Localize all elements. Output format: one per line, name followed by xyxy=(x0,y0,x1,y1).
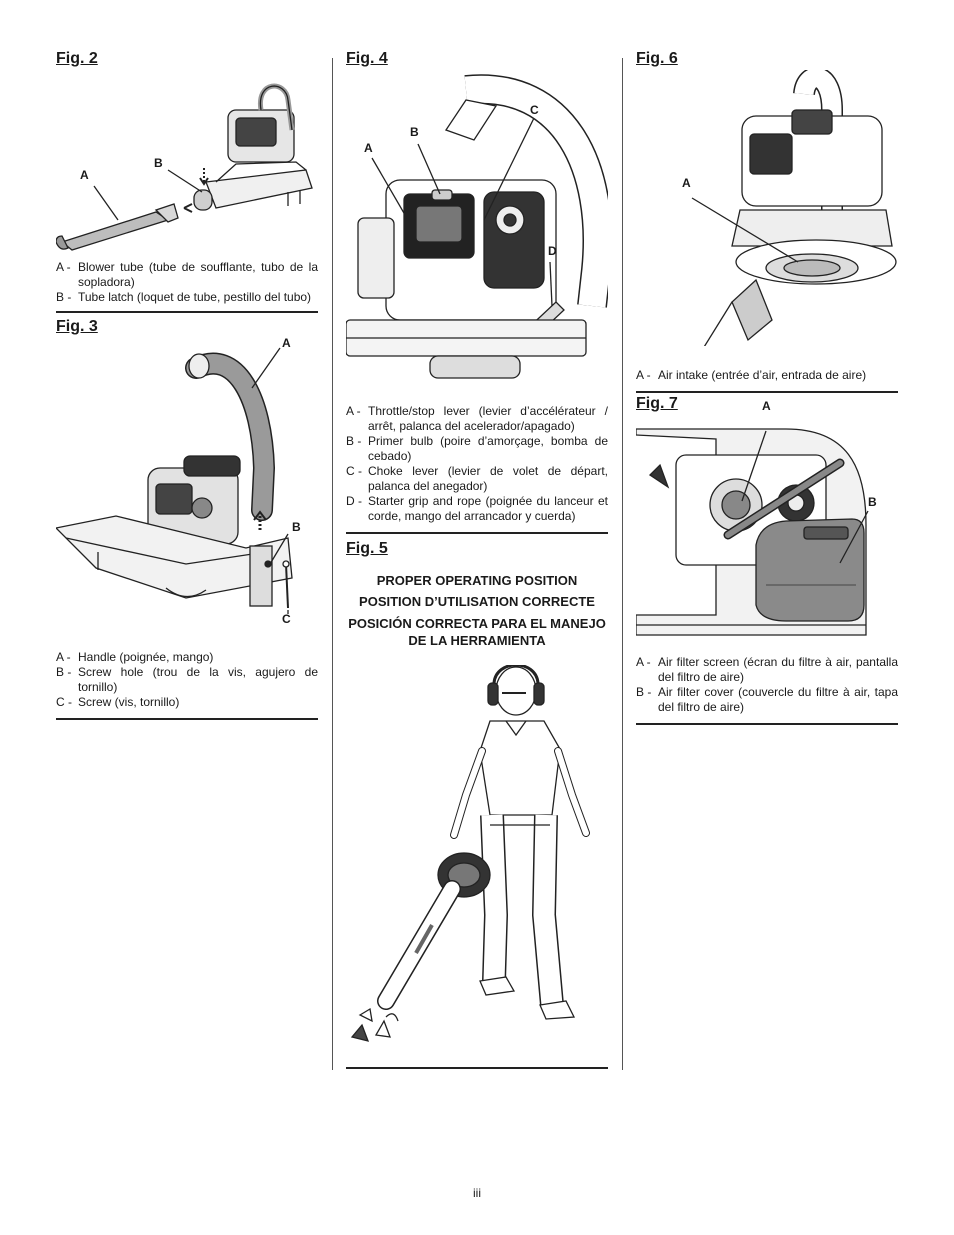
fig4-callout-d: D xyxy=(548,244,557,258)
fig5-heading-es: POSICIÓN CORRECTA PARA EL MANEJO DE LA H… xyxy=(348,616,606,648)
legend-key: A - xyxy=(56,650,75,664)
fig4-callout-b: B xyxy=(410,125,419,139)
fig3-callout-a: A xyxy=(282,336,291,350)
legend-item: D - Starter grip and rope (poignée du la… xyxy=(346,494,608,524)
handle-assembly-illustration xyxy=(56,347,293,614)
legend-item: A - Air filter screen (écran du filtre à… xyxy=(636,655,898,685)
legend-item: A - Throttle/stop lever (levier d’accélé… xyxy=(346,404,608,434)
fig6-title: Fig. 6 xyxy=(636,50,678,67)
fig5-title: Fig. 5 xyxy=(346,540,388,557)
legend-item: A - Handle (poignée, mango) xyxy=(56,650,318,665)
fig4-callout-c: C xyxy=(530,103,539,117)
fig7-divider xyxy=(636,723,898,725)
legend-key: B - xyxy=(346,434,365,448)
legend-text: Handle (poignée, mango) xyxy=(78,650,214,664)
legend-text: Tube latch (loquet de tube, pestillo del… xyxy=(78,290,312,304)
fig4-callout-a: A xyxy=(364,141,373,155)
legend-key: A - xyxy=(56,260,75,274)
legend-text: Screw (vis, tornillo) xyxy=(78,695,180,709)
fig6-callout-a: A xyxy=(682,176,691,190)
fig5-heading-fr: POSITION D’UTILISATION CORRECTE xyxy=(359,594,595,609)
legend-key: A - xyxy=(346,404,365,418)
fig7-callout-a: A xyxy=(762,399,771,413)
column-right: Fig. 6 A xyxy=(636,50,898,725)
legend-text: Air filter screen (écran du filtre à air… xyxy=(658,655,898,684)
fig3-title: Fig. 3 xyxy=(56,318,98,335)
fig5-heading: PROPER OPERATING POSITION POSITION D’UTI… xyxy=(346,570,608,649)
fig6-legend: A - Air intake (entrée d’air, entrada de… xyxy=(636,368,898,383)
fig2-legend: A - Blower tube (tube de soufflante, tub… xyxy=(56,260,318,305)
column-divider-right xyxy=(622,58,623,1070)
blower-tube-illustration xyxy=(56,83,313,251)
legend-text: Air filter cover (couvercle du filtre à … xyxy=(658,685,898,714)
fig5-heading-en: PROPER OPERATING POSITION xyxy=(376,573,578,588)
fig2-illustration: A B xyxy=(56,70,318,252)
fig2-callout-b: B xyxy=(154,156,163,170)
fig2-callout-a: A xyxy=(80,168,89,182)
fig4-title: Fig. 4 xyxy=(346,50,388,67)
legend-key: B - xyxy=(636,685,655,699)
legend-text: Throttle/stop lever (levier d’accélérate… xyxy=(368,404,608,433)
column-middle: Fig. 4 xyxy=(346,50,608,1069)
fig3-callout-c: C xyxy=(282,612,291,626)
legend-text: Primer bulb (poire d’amorçage, bomba de … xyxy=(368,434,608,463)
legend-key: B - xyxy=(56,290,75,304)
legend-item: C - Screw (vis, tornillo) xyxy=(56,695,318,710)
legend-key: A - xyxy=(636,655,655,669)
legend-key: D - xyxy=(346,494,366,508)
legend-item: B - Tube latch (loquet de tube, pestillo… xyxy=(56,290,318,305)
legend-text: Screw hole (trou de la vis, agujero de t… xyxy=(78,665,318,694)
fig2-title: Fig. 2 xyxy=(56,50,98,67)
legend-item: A - Blower tube (tube de soufflante, tub… xyxy=(56,260,318,290)
fig3-legend: A - Handle (poignée, mango) B - Screw ho… xyxy=(56,650,318,710)
engine-controls-illustration xyxy=(346,74,608,379)
fig5-divider xyxy=(346,1067,608,1069)
fig7-illustration: A B xyxy=(636,399,898,645)
fig6-illustration: A xyxy=(636,70,898,346)
fig4-divider xyxy=(346,532,608,534)
legend-item: B - Air filter cover (couvercle du filtr… xyxy=(636,685,898,715)
legend-key: B - xyxy=(56,665,75,679)
fig5-illustration xyxy=(346,665,608,1065)
page-number: iii xyxy=(473,1186,481,1200)
legend-item: B - Primer bulb (poire d’amorçage, bomba… xyxy=(346,434,608,464)
air-filter-illustration xyxy=(636,428,869,636)
fig3-callout-b: B xyxy=(292,520,301,534)
air-intake-illustration xyxy=(691,70,897,346)
legend-key: A - xyxy=(636,368,655,382)
legend-text: Choke lever (levier de volet de départ, … xyxy=(368,464,608,493)
operator-illustration xyxy=(350,665,590,1042)
legend-item: B - Screw hole (trou de la vis, agujero … xyxy=(56,665,318,695)
legend-key: C - xyxy=(56,695,76,709)
fig2-divider xyxy=(56,311,318,313)
fig6-divider xyxy=(636,391,898,393)
fig4-legend: A - Throttle/stop lever (levier d’accélé… xyxy=(346,404,608,524)
fig4-illustration: A B C D xyxy=(346,70,608,382)
column-left: Fig. 2 xyxy=(56,50,318,720)
column-divider-left xyxy=(332,58,333,1070)
legend-text: Starter grip and rope (poignée du lanceu… xyxy=(368,494,608,523)
legend-text: Blower tube (tube de soufflante, tubo de… xyxy=(78,260,318,289)
fig3-illustration: A B C xyxy=(56,336,318,648)
legend-item: A - Air intake (entrée d’air, entrada de… xyxy=(636,368,898,383)
legend-text: Air intake (entrée d’air, entrada de air… xyxy=(658,368,867,382)
legend-key: C - xyxy=(346,464,366,478)
fig3-divider xyxy=(56,718,318,720)
legend-item: C - Choke lever (levier de volet de dépa… xyxy=(346,464,608,494)
fig7-title: Fig. 7 xyxy=(636,395,678,412)
fig7-callout-b: B xyxy=(868,495,877,509)
fig7-legend: A - Air filter screen (écran du filtre à… xyxy=(636,655,898,715)
